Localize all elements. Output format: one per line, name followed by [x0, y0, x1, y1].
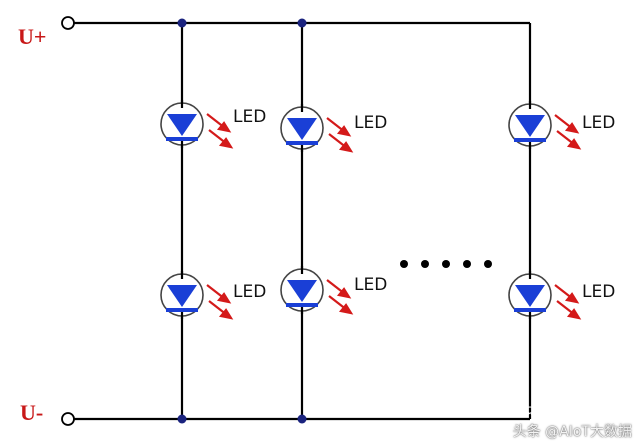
led-label: LED [582, 282, 615, 302]
wechat-bubble-icon [525, 406, 538, 418]
led-c3-bottom: LED [507, 269, 615, 321]
junction-dot [297, 18, 307, 28]
positive-terminal-label: U+ [18, 24, 46, 49]
led-label: LED [354, 275, 387, 295]
junction-dot [297, 414, 307, 424]
junction-dot [177, 414, 187, 424]
junctions [177, 18, 307, 424]
negative-terminal [61, 412, 75, 426]
led-c3-top: LED [507, 99, 615, 151]
watermark-text: 头条 @AIoT大数据 [512, 424, 632, 440]
led-label: LED [354, 113, 387, 133]
led-label: LED [233, 282, 266, 302]
led-c1-bottom: LED [159, 269, 266, 321]
wires [74, 21, 532, 421]
led-label: LED [233, 107, 266, 127]
junction-dot [177, 18, 187, 28]
ellipsis-dot [484, 260, 492, 268]
led-c2-top: LED [279, 102, 387, 154]
ellipsis-dot [421, 260, 429, 268]
positive-terminal [61, 16, 75, 30]
led-c1-top: LED [159, 98, 266, 150]
ellipsis [400, 260, 492, 268]
negative-terminal-label: U- [20, 400, 43, 425]
led-label: LED [582, 113, 615, 133]
ellipsis-dot [442, 260, 450, 268]
ellipsis-dot [463, 260, 471, 268]
led-c2-bottom: LED [279, 264, 387, 316]
ellipsis-dot [400, 260, 408, 268]
